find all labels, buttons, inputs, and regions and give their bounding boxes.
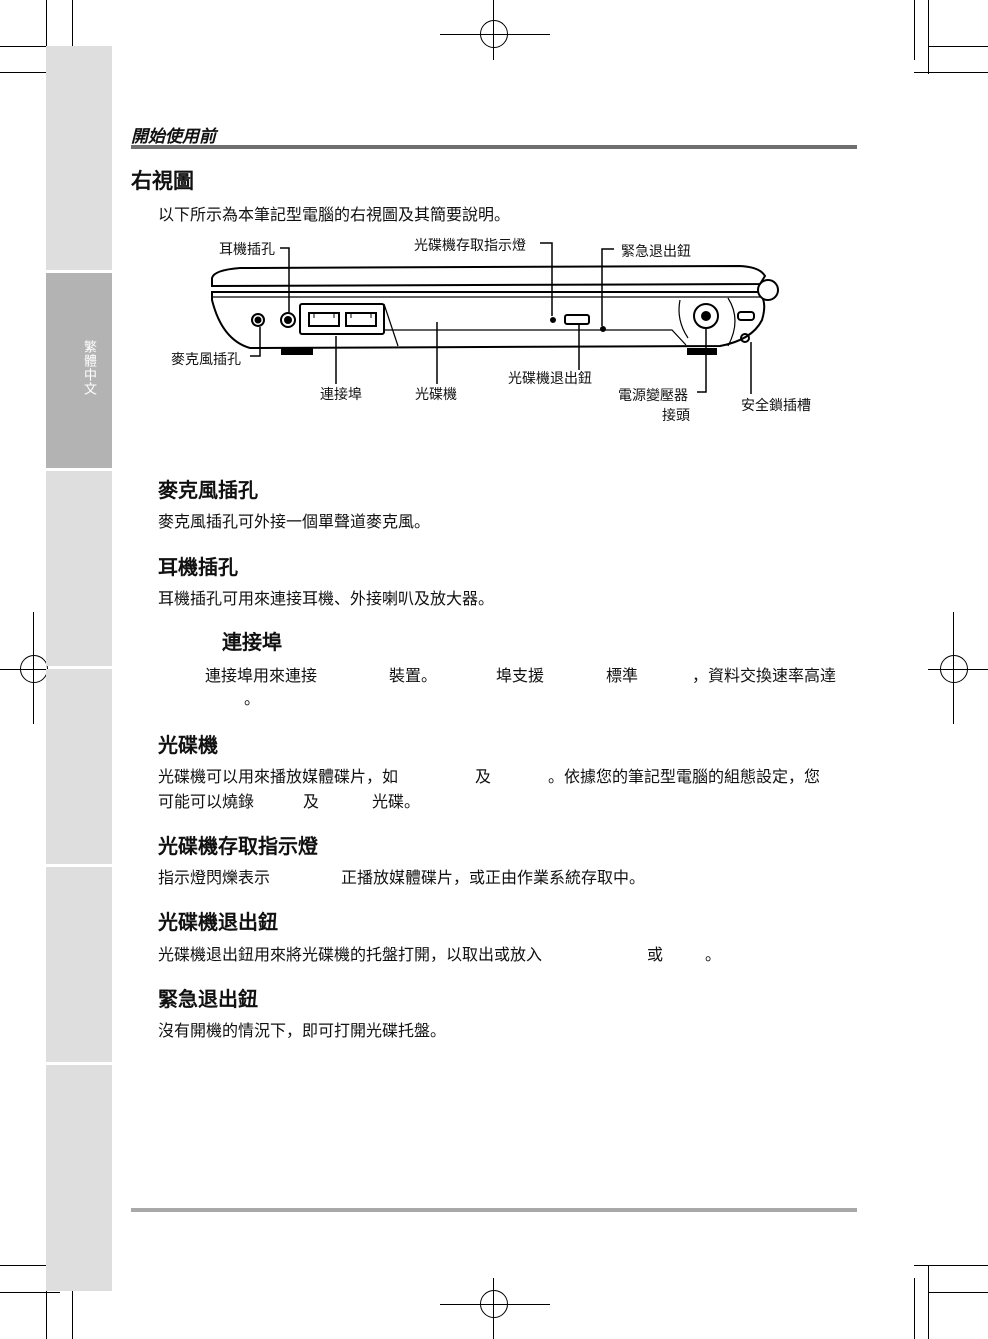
text-odd-3: 。依據您的筆記型電腦的組態設定，您	[548, 767, 821, 786]
heading-odd: 光碟機	[158, 733, 218, 757]
side-tab-5	[46, 867, 112, 1062]
chapter-label: 開始使用前	[131, 127, 216, 147]
side-tab-label: 繁體中文	[81, 340, 96, 396]
text-odd-2: 及	[475, 767, 492, 786]
heading-eject: 光碟機退出鈕	[158, 910, 278, 934]
text-emergency: 沒有開機的情況下，即可打開光碟托盤。	[158, 1021, 447, 1040]
text-odd-led-2: 正播放媒體碟片，或正由作業系統存取中。	[341, 868, 646, 887]
label-optical-drive: 光碟機	[415, 387, 457, 403]
text-odd-4: 可能可以燒錄	[158, 792, 255, 811]
footer-rule	[131, 1208, 857, 1212]
side-tab-language	[46, 273, 112, 468]
heading-emergency: 緊急退出鈕	[158, 987, 258, 1011]
header-rule	[131, 145, 857, 149]
heading-odd-led: 光碟機存取指示燈	[158, 834, 318, 858]
label-dc-in-line2: 接頭	[662, 408, 690, 424]
label-dc-in-line1: 電源變壓器	[618, 388, 688, 404]
intro-text: 以下所示為本筆記型電腦的右視圖及其簡要說明。	[158, 205, 511, 224]
side-tab-1	[46, 46, 112, 270]
text-odd-6: 光碟。	[372, 792, 421, 811]
text-eject-2: 或	[647, 945, 664, 964]
text-usb-5: ，資料交換速率高達	[692, 666, 837, 685]
label-odd-led: 光碟機存取指示燈	[414, 238, 526, 254]
text-eject-3: 。	[705, 945, 722, 964]
label-mic-jack: 麥克風插孔	[171, 352, 241, 368]
side-tab-6	[46, 1065, 112, 1291]
text-mic: 麥克風插孔可外接一個單聲道麥克風。	[158, 512, 431, 531]
side-tab-3	[46, 471, 112, 666]
heading-mic: 麥克風插孔	[158, 478, 258, 502]
text-odd-1: 光碟機可以用來播放媒體碟片，如	[158, 767, 399, 786]
text-odd-5: 及	[303, 792, 320, 811]
label-security-lock: 安全鎖插槽	[741, 398, 811, 414]
text-headphone: 耳機插孔可用來連接耳機、外接喇叭及放大器。	[158, 589, 495, 608]
label-eject-button: 光碟機退出鈕	[508, 371, 592, 387]
text-usb-3: 埠支援	[496, 666, 545, 685]
label-headphone-jack: 耳機插孔	[219, 242, 275, 258]
laptop-right-side-diagram	[211, 242, 779, 394]
text-usb-1: 連接埠用來連接	[205, 666, 318, 685]
heading-headphone: 耳機插孔	[158, 555, 238, 579]
label-usb-port: 連接埠	[320, 387, 362, 403]
label-emergency-eject: 緊急退出鈕	[621, 244, 691, 260]
text-usb-2: 裝置。	[389, 666, 438, 685]
text-odd-led-1: 指示燈閃爍表示	[158, 868, 271, 887]
page-title: 右視圖	[131, 169, 194, 193]
side-tab-4	[46, 669, 112, 864]
heading-usb: 連接埠	[222, 630, 282, 654]
text-usb-4: 標準	[606, 666, 639, 685]
text-eject-1: 光碟機退出鈕用來將光碟機的托盤打開，以取出或放入	[158, 945, 543, 964]
text-usb-6: 。	[244, 689, 261, 708]
